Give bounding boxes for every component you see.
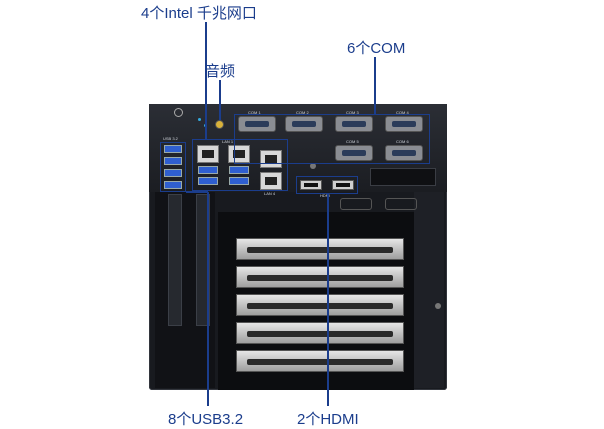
usb-port-icon [198, 166, 218, 174]
com-port-icon [335, 145, 373, 161]
hdmi-port-icon [332, 180, 354, 190]
usb-callout-link [186, 191, 208, 193]
com-port-icon [238, 116, 276, 132]
usb-port-icon [198, 177, 218, 185]
pcie-slot-cover [236, 266, 404, 288]
blank-cutout [385, 198, 417, 210]
com-count-label: 6个COM [347, 40, 406, 57]
com-callout-box [234, 114, 430, 164]
lan-callout-line [205, 22, 207, 139]
usb-port-icon [229, 166, 249, 174]
com5-panel-label: COM 5 [346, 139, 359, 144]
riser-bracket-left [168, 194, 182, 326]
usb-callout-box [160, 142, 186, 192]
lan1-panel-label: LAN 1 [222, 139, 234, 144]
lan-count-label: 4个Intel 千兆网口 [141, 5, 257, 22]
pcie-slot-cover [236, 238, 404, 260]
audio-callout-line [219, 80, 221, 120]
com-port-icon [335, 116, 373, 132]
com6-panel-label: COM 6 [396, 139, 409, 144]
usb-port-icon [229, 177, 249, 185]
status-led-icon [198, 118, 201, 121]
usb-port-icon [164, 157, 182, 165]
audio-label: 音频 [205, 63, 236, 80]
lan-port-icon [197, 145, 219, 163]
hdmi-port-icon [300, 180, 322, 190]
lan4-panel-label: LAN 4 [264, 191, 276, 196]
screw-icon [435, 303, 441, 309]
com-port-icon [285, 116, 323, 132]
blank-cutout [340, 198, 372, 210]
com-port-icon [385, 145, 423, 161]
usb-count-label: 8个USB3.2 [168, 411, 244, 428]
usb-port-icon [164, 145, 182, 153]
riser-bracket-right [196, 194, 210, 326]
com2-panel-label: COM 2 [296, 110, 309, 115]
com-port-icon [385, 116, 423, 132]
pcie-slot-cover [236, 322, 404, 344]
com3-panel-label: COM 3 [346, 110, 359, 115]
right-bay [414, 192, 444, 388]
com1-panel-label: COM 1 [248, 110, 261, 115]
audio-jack-icon [215, 120, 224, 129]
pcie-slot-cover [236, 350, 404, 372]
screw-icon [310, 163, 316, 169]
hdmi-callout-box [296, 176, 358, 194]
usb-panel-label: USB 3.2 [163, 136, 178, 141]
com-callout-line [374, 57, 376, 114]
pcie-slot-cover [236, 294, 404, 316]
com4-panel-label: COM 4 [396, 110, 409, 115]
hdmi-callout-line [327, 194, 329, 406]
lan-callout-box [192, 139, 288, 191]
power-button-icon [174, 108, 183, 117]
lan-port-icon [260, 172, 282, 190]
usb-port-icon [164, 181, 182, 189]
usb-port-icon [164, 169, 182, 177]
usb-callout-line [207, 192, 209, 406]
hdmi-panel-label: HDMI [320, 193, 331, 198]
lan-port-icon [228, 145, 250, 163]
blank-plate [370, 168, 436, 186]
hdmi-count-label: 2个HDMI [297, 411, 359, 428]
